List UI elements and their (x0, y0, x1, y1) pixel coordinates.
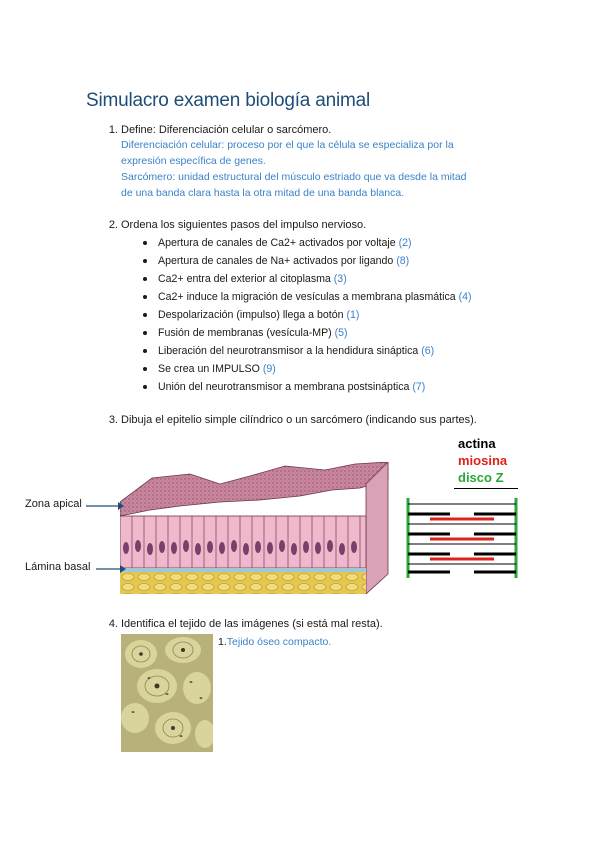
step-text: Apertura de canales de Na+ activados por… (158, 255, 394, 267)
step-order: (1) (346, 309, 360, 321)
question-text: Define: Diferenciación celular o sarcóme… (121, 124, 332, 136)
step-text: Ca2+ induce la migración de vesículas a … (158, 291, 456, 303)
step-text: Apertura de canales de Ca2+ activados po… (158, 237, 396, 249)
thin-lines (408, 503, 516, 565)
list-item: Despolarización (impulso) llega a botón … (140, 306, 472, 324)
step-order: (6) (421, 345, 435, 357)
step-order: (9) (262, 363, 276, 375)
image-answer-text: Tejido óseo compacto. (226, 636, 332, 648)
arrow-icon (86, 502, 124, 510)
list-item: Unión del neurotransmisor a membrana pos… (140, 378, 472, 396)
list-item: Ca2+ entra del exterior al citoplasma (3… (140, 270, 472, 288)
step-order: (8) (396, 255, 410, 267)
image-answer: 1.Tejido óseo compacto. (218, 635, 331, 651)
step-text: Fusión de membranas (vesícula-MP) (158, 327, 332, 339)
answer-line: expresión específica de genes. (121, 155, 266, 167)
sarcomere-diagram (406, 498, 518, 578)
legend-myosin: miosina (458, 453, 508, 468)
question-number: 3. (108, 414, 118, 426)
question-text: Dibuja el epitelio simple cilíndrico o u… (121, 414, 477, 426)
label-apical: Zona apical (25, 498, 82, 510)
step-text: Unión del neurotransmisor a membrana pos… (158, 381, 410, 393)
steps-list: Apertura de canales de Ca2+ activados po… (140, 234, 472, 396)
legend-divider (454, 488, 518, 489)
question-text: Ordena los siguientes pasos del impulso … (121, 219, 367, 231)
sarcomere-legend: actina miosina disco Z (458, 435, 507, 486)
arrow-icon (96, 565, 126, 573)
step-order: (4) (458, 291, 472, 303)
step-text: Liberación del neurotransmisor a la hend… (158, 345, 419, 357)
image-answer-number: 1. (218, 636, 227, 648)
question-text: Identifica el tejido de las imágenes (si… (121, 618, 383, 630)
question-number: 4. (108, 618, 118, 630)
list-item: Liberación del neurotransmisor a la hend… (140, 342, 472, 360)
bone-tissue-image (121, 634, 213, 752)
step-order: (3) (333, 273, 347, 285)
basal-lamina (120, 568, 366, 572)
step-text: Se crea un IMPULSO (158, 363, 260, 375)
answer-line: Diferenciación celular: proceso por el q… (121, 139, 454, 151)
side-face (365, 462, 389, 594)
answer-line: de una banda clara hasta la otra mitad d… (121, 187, 405, 199)
myosin-filaments (430, 517, 494, 561)
page-title: Simulacro examen biología animal (86, 90, 371, 111)
actin-filaments (408, 512, 516, 574)
answer-line: Sarcómero: unidad estructural del múscul… (121, 171, 467, 183)
list-item: Fusión de membranas (vesícula-MP) (5) (140, 324, 472, 342)
list-item: Apertura de canales de Ca2+ activados po… (140, 234, 472, 252)
step-order: (2) (398, 237, 412, 249)
connective-tissue (120, 572, 366, 594)
step-text: Ca2+ entra del exterior al citoplasma (158, 273, 331, 285)
cell-borders (131, 516, 361, 568)
cell-nuclei (123, 540, 357, 555)
list-item: Ca2+ induce la migración de vesículas a … (140, 288, 472, 306)
list-item: Apertura de canales de Na+ activados por… (140, 252, 472, 270)
apical-surface (120, 462, 389, 517)
epithelium-illustration (120, 462, 389, 594)
legend-actin: actina (458, 436, 496, 451)
label-basal: Lámina basal (25, 561, 91, 573)
legend-zdisc: disco Z (458, 470, 504, 485)
step-order: (5) (334, 327, 348, 339)
question-number: 1. (108, 124, 118, 136)
question-number: 2. (108, 219, 118, 231)
lacunae (131, 648, 203, 737)
step-order: (7) (412, 381, 426, 393)
step-text: Despolarización (impulso) llega a botón (158, 309, 344, 321)
list-item: Se crea un IMPULSO (9) (140, 360, 472, 378)
